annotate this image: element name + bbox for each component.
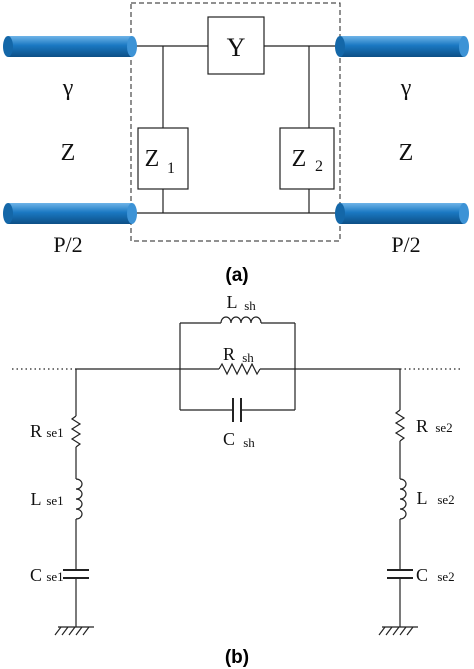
r-sh-subscript: sh <box>242 350 254 365</box>
l-sh-label: L <box>227 292 238 312</box>
c-sh-label: C <box>223 429 235 449</box>
left-top-cable <box>3 36 137 57</box>
dashed-enclosure <box>130 2 341 242</box>
right-bottom-cable <box>335 203 469 224</box>
r-se1-subscript: se1 <box>46 425 63 440</box>
right-series-branch <box>378 369 418 636</box>
l-se2-subscript: se2 <box>437 492 454 507</box>
left-gamma-label: γ <box>62 75 74 101</box>
c-se1-subscript: se1 <box>46 569 63 584</box>
r-se2-subscript: se2 <box>435 420 452 435</box>
r-se1-resistor <box>70 415 82 448</box>
right-gamma-label: γ <box>400 75 412 101</box>
right-top-cable <box>335 36 469 57</box>
ground-left-icon <box>54 626 94 636</box>
l-se2-label: L <box>417 488 428 508</box>
left-z-label: Z <box>61 140 76 166</box>
z2-subscript: 2 <box>315 158 323 175</box>
l-se1-label: L <box>31 489 42 509</box>
z1-label: Z <box>145 146 160 172</box>
l-se1-subscript: se1 <box>46 493 63 508</box>
l-se1-inductor <box>75 478 83 520</box>
panel-b: L sh R sh C sh <box>12 292 462 668</box>
right-p-label: P/2 <box>391 232 420 257</box>
r-sh-label: R <box>223 344 235 364</box>
y-admittance-box <box>207 16 265 75</box>
left-series-branch <box>54 369 94 636</box>
right-z-label: Z <box>399 140 414 166</box>
panel-a: Y Z 1 Z 2 <box>3 2 469 286</box>
y-label: Y <box>227 33 246 62</box>
r-sh-resistor <box>218 362 261 376</box>
z1-impedance-box <box>137 127 189 190</box>
l-sh-inductor <box>220 316 262 324</box>
caption-a: (a) <box>225 265 248 286</box>
c-sh-subscript: sh <box>243 435 255 450</box>
left-p-label: P/2 <box>53 232 82 257</box>
z2-impedance-box <box>279 127 335 190</box>
ground-right-icon <box>378 626 418 636</box>
z2-label: Z <box>292 146 307 172</box>
r-se2-resistor <box>394 409 406 442</box>
c-se2-subscript: se2 <box>437 569 454 584</box>
z1-subscript: 1 <box>167 160 175 177</box>
l-sh-subscript: sh <box>244 298 256 313</box>
r-se2-label: R <box>416 416 428 436</box>
c-se2-label: C <box>416 565 428 585</box>
l-se2-inductor <box>399 478 407 520</box>
caption-b: (b) <box>225 647 249 668</box>
left-bottom-cable <box>3 203 137 224</box>
c-se1-label: C <box>30 565 42 585</box>
r-se1-label: R <box>30 421 42 441</box>
